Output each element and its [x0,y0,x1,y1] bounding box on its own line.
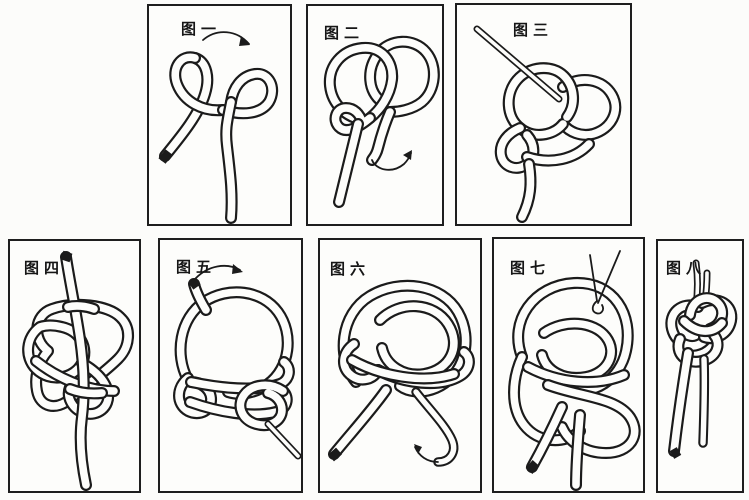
curved-arrow-up-right-icon [371,150,412,171]
panel-fig-2: 图二 [306,4,444,226]
rope-drawing [158,51,279,224]
figure-label-5: 图五 [176,260,217,276]
cord-end-line [597,250,621,304]
rope-drawing [173,277,301,460]
figure-label-4: 图四 [24,261,65,277]
rope-end-cap [525,460,540,474]
curved-arrow-up-left-icon [414,444,439,463]
panel-fig-6: 图六 [318,238,482,493]
panel-fig-3: 图三 [455,3,632,226]
rope-end-cap [669,447,682,459]
knot-illustration-step-8 [665,259,738,459]
figure-label-8: 图八 [666,261,707,277]
rope-drawing [508,276,641,491]
rope-end-cap [158,149,173,164]
panel-fig-4: 图四 [8,239,141,493]
knot-illustration-step-1 [158,31,279,224]
curved-arrow-right-icon [202,31,250,46]
figure-label-1: 图一 [181,22,222,38]
knot-illustration-step-3 [473,25,622,223]
panel-fig-8: 图八 [656,239,744,493]
figure-label-7: 图七 [510,261,551,277]
knot-illustration-step-7 [508,250,641,491]
rope-end-cap [328,447,342,462]
panel-fig-1: 图一 [147,4,292,226]
panel-fig-7: 图七 [492,237,645,493]
panel-fig-5: 图五 [158,238,303,493]
rope-end-cap [188,277,201,290]
figure-label-2: 图二 [324,26,365,42]
figure-label-6: 图六 [330,262,371,278]
knot-illustration-step-2 [323,35,440,208]
rope-drawing [665,259,738,459]
cord-end-line [589,254,598,302]
cord-ends [589,250,621,315]
rope-drawing [22,250,134,491]
rope-drawing [323,35,440,208]
figure-label-3: 图三 [513,23,554,39]
rope-drawing [473,25,622,223]
curved-arrow-right-icon [195,264,243,279]
knot-illustration-step-4 [22,250,134,491]
knot-illustration-step-6 [328,279,475,467]
knot-illustration-step-5 [173,264,301,460]
rope-end-cap [60,250,73,263]
cord-hook [591,300,604,315]
rope-drawing [328,279,475,467]
